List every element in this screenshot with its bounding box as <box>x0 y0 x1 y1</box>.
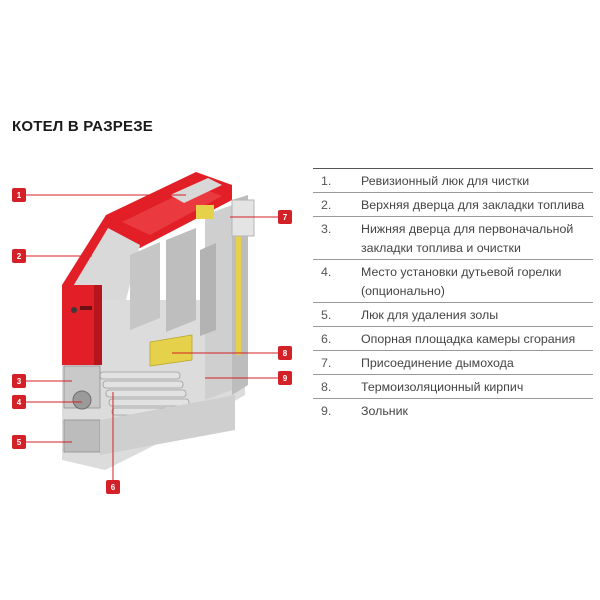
legend-number: 5. <box>321 308 332 322</box>
legend-item: 7. Присоединение дымохода <box>313 350 593 374</box>
boiler-top-lid-inner <box>122 186 222 235</box>
callout-6: 6 <box>106 480 120 494</box>
ash-hatch <box>63 419 101 453</box>
svg-text:5: 5 <box>17 438 22 447</box>
callout-2: 2 <box>12 249 26 263</box>
svg-text:9: 9 <box>283 374 288 383</box>
page-title: КОТЕЛ В РАЗРЕЗЕ <box>12 118 154 135</box>
legend-number: 4. <box>321 265 332 279</box>
svg-text:7: 7 <box>283 213 288 222</box>
legend-item: 6. Опорная площадка камеры сгорания <box>313 326 593 350</box>
legend-number: 3. <box>321 222 332 236</box>
flue-yellow-block <box>196 205 214 219</box>
insulation-strip <box>236 215 241 355</box>
legend-text: Люк для удаления золы <box>361 308 499 322</box>
callout-1: 1 <box>12 188 26 202</box>
svg-text:2: 2 <box>17 252 22 261</box>
legend-item: 2. Верхняя дверца для закладки топлива <box>313 192 593 216</box>
chamber-plate-2 <box>166 228 196 332</box>
chamber-plate-3 <box>200 243 216 336</box>
legend-text: Место установки дутьевой горелки (опцион… <box>361 265 562 298</box>
legend-item: 1. Ревизионный люк для чистки <box>313 168 593 192</box>
chamber-plate-1 <box>130 242 160 330</box>
svg-text:1: 1 <box>17 191 22 200</box>
svg-text:6: 6 <box>111 483 116 492</box>
legend-item: 9. Зольник <box>313 398 593 422</box>
inspection-hatch <box>170 178 222 203</box>
callout-7: 7 <box>278 210 292 224</box>
legend-number: 8. <box>321 380 332 394</box>
ash-pan <box>100 395 235 455</box>
burner-port-icon <box>72 390 92 410</box>
callout-8: 8 <box>278 346 292 360</box>
callout-3: 3 <box>12 374 26 388</box>
legend-text: Присоединение дымохода <box>361 356 514 370</box>
parts-legend: 1. Ревизионный люк для чистки 2. Верхняя… <box>313 168 593 422</box>
legend-text: Зольник <box>361 404 408 418</box>
chimney-outlet <box>231 199 255 237</box>
legend-number: 2. <box>321 198 332 212</box>
legend-item: 4. Место установки дутьевой горелки (опц… <box>313 259 593 302</box>
front-slot <box>80 306 92 310</box>
legend-number: 6. <box>321 332 332 346</box>
svg-text:4: 4 <box>17 398 22 407</box>
callout-9: 9 <box>278 371 292 385</box>
boiler-illustration <box>62 172 255 470</box>
legend-text: Нижняя дверца для первоначальной закладк… <box>361 222 574 255</box>
legend-number: 1. <box>321 174 332 188</box>
svg-text:3: 3 <box>17 377 22 386</box>
callout-5: 5 <box>12 435 26 449</box>
boiler-front-face-shade <box>94 285 102 365</box>
legend-item: 8. Термоизоляционный кирпич <box>313 374 593 398</box>
upper-loading-door <box>72 228 140 300</box>
callout-4: 4 <box>12 395 26 409</box>
legend-text: Опорная площадка камеры сгорания <box>361 332 576 346</box>
legend-number: 9. <box>321 404 332 418</box>
legend-number: 7. <box>321 356 332 370</box>
thermal-brick <box>149 334 193 367</box>
legend-text: Верхняя дверца для закладки топлива <box>361 198 585 212</box>
legend-text: Термоизоляционный кирпич <box>361 380 524 394</box>
svg-text:8: 8 <box>283 349 288 358</box>
control-knob-icon <box>71 307 77 313</box>
legend-item: 5. Люк для удаления золы <box>313 302 593 326</box>
legend-text: Ревизионный люк для чистки <box>361 174 530 188</box>
leader-lines <box>26 194 278 482</box>
legend-item: 3. Нижняя дверца для первоначальной закл… <box>313 216 593 259</box>
